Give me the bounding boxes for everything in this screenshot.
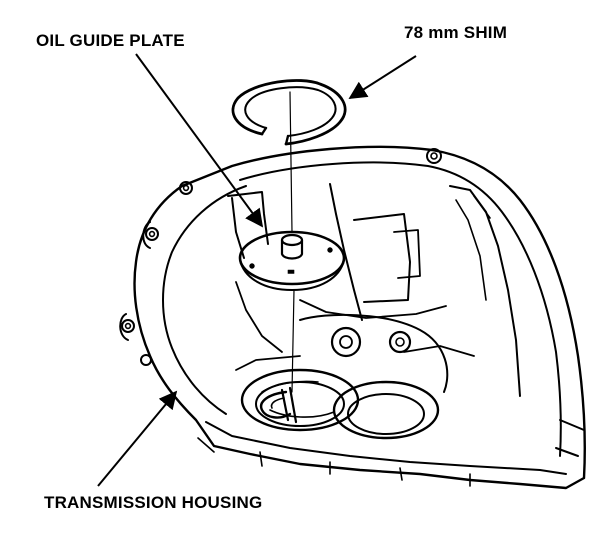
alignment-lines: [289, 91, 295, 393]
housing-right-bore-inner: [347, 393, 425, 435]
shim-gap-end-a: [260, 126, 268, 136]
oil-guide-plate: [238, 230, 346, 291]
arrow-transmission-housing: [97, 390, 178, 487]
bolt-hole-top-right-inner: [430, 152, 438, 160]
boss-center-inner: [339, 335, 353, 349]
shim-ring-outer: [231, 79, 347, 146]
shim: [231, 79, 347, 146]
bolt-hole-top-left: [179, 181, 193, 195]
housing-interior-wall-b: [329, 183, 363, 321]
housing-bottom-edge: [197, 437, 471, 487]
oil-guide-plate-hole-right: [327, 247, 333, 253]
alignment-line-shim-to-plate: [289, 91, 293, 233]
housing-interior-ledge: [235, 281, 447, 353]
oil-guide-plate-label: OIL GUIDE PLATE: [36, 31, 185, 50]
housing-left-ears: [119, 221, 151, 341]
boss-center: [330, 326, 362, 358]
leader-arrows: [97, 53, 417, 487]
boss-right: [388, 330, 412, 354]
bore-tab: [280, 386, 298, 424]
oil-guide-plate-slot: [287, 269, 295, 274]
housing-interior-shelf: [235, 345, 475, 371]
housing-right-wall: [449, 185, 521, 397]
housing-interior-pocket: [353, 213, 411, 303]
bolt-hole-top-right: [426, 148, 442, 164]
oil-guide-plate-hole-left: [249, 263, 255, 269]
arrow-oil-guide-plate: [135, 53, 264, 228]
snap-ring-in-bore-inner: [270, 397, 285, 409]
housing-interior-boss: [299, 313, 449, 393]
housing-bottom-step: [205, 421, 567, 475]
housing-right-bore: [332, 380, 440, 440]
bolt-hole-left-mid: [121, 319, 135, 333]
oil-guide-plate-rim: [239, 259, 345, 291]
housing-right-rib: [455, 195, 491, 301]
transmission-housing-label: TRANSMISSION HOUSING: [44, 493, 263, 512]
boss-right-inner: [395, 337, 405, 347]
shim-label: 78 mm SHIM: [404, 23, 508, 42]
housing-bottom-right: [555, 419, 585, 457]
housing-left-bore: [240, 368, 360, 432]
bolt-hole-left-low: [140, 354, 152, 366]
transmission-housing: [119, 145, 586, 490]
bolt-hole-top-left-inner: [182, 184, 190, 192]
oil-guide-plate-boss-side: [280, 238, 304, 260]
housing-inner-left: [162, 185, 247, 415]
bolt-hole-left-mid-inner: [124, 322, 132, 330]
shim-gap-end-b: [284, 134, 290, 146]
oil-guide-plate-boss-top: [280, 233, 304, 247]
snap-ring-in-bore: [259, 390, 292, 419]
shim-ring-inner: [244, 86, 337, 137]
housing-interior-pocket-inner: [393, 229, 421, 279]
housing-inner-lip: [239, 161, 562, 457]
bolt-hole-left-upper: [145, 227, 159, 241]
alignment-line-plate-to-bore: [291, 289, 295, 393]
arrow-shim: [348, 55, 417, 99]
housing-left-bore-shade: [261, 380, 335, 418]
bolt-hole-left-upper-inner: [148, 230, 156, 238]
